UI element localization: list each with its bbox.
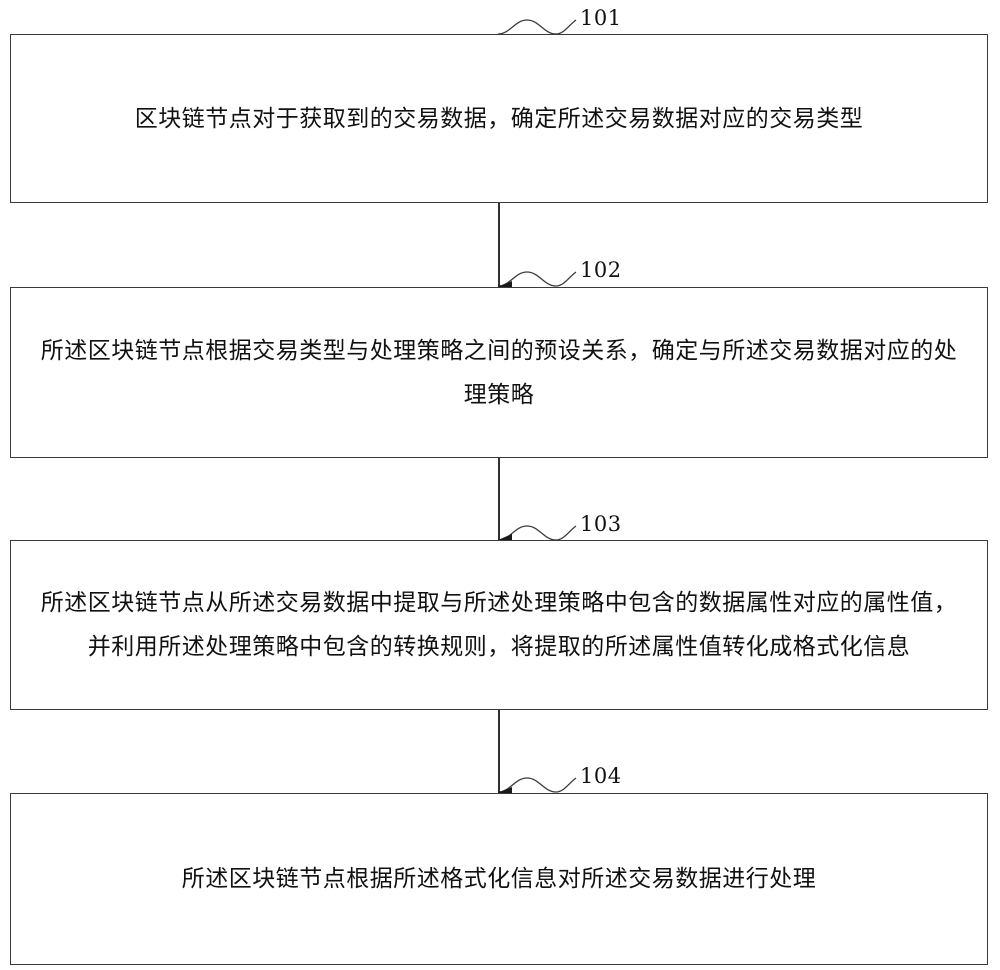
- step-number-103: 103: [580, 512, 622, 536]
- step-text-101: 区块链节点对于获取到的交易数据，确定所述交易数据对应的交易类型: [11, 97, 987, 141]
- step-text-102: 所述区块链节点根据交易类型与处理策略之间的预设关系，确定与所述交易数据对应的处理…: [11, 329, 987, 417]
- step-number-101: 101: [580, 6, 622, 30]
- step-104-leader-line: [498, 778, 576, 792]
- step-101-leader-line: [498, 20, 576, 34]
- step-box-101: 区块链节点对于获取到的交易数据，确定所述交易数据对应的交易类型: [10, 34, 988, 203]
- step-text-104: 所述区块链节点根据所述格式化信息对所述交易数据进行处理: [11, 857, 987, 901]
- step-number-104: 104: [580, 764, 622, 788]
- step-box-102: 所述区块链节点根据交易类型与处理策略之间的预设关系，确定与所述交易数据对应的处理…: [10, 287, 988, 458]
- step-text-103: 所述区块链节点从所述交易数据中提取与所述处理策略中包含的数据属性对应的属性值，并…: [11, 581, 987, 669]
- step-box-103: 所述区块链节点从所述交易数据中提取与所述处理策略中包含的数据属性对应的属性值，并…: [10, 540, 988, 710]
- step-102-leader-line: [498, 272, 576, 286]
- step-number-102: 102: [580, 258, 622, 282]
- step-box-104: 所述区块链节点根据所述格式化信息对所述交易数据进行处理: [10, 793, 988, 965]
- step-103-leader-line: [498, 526, 576, 540]
